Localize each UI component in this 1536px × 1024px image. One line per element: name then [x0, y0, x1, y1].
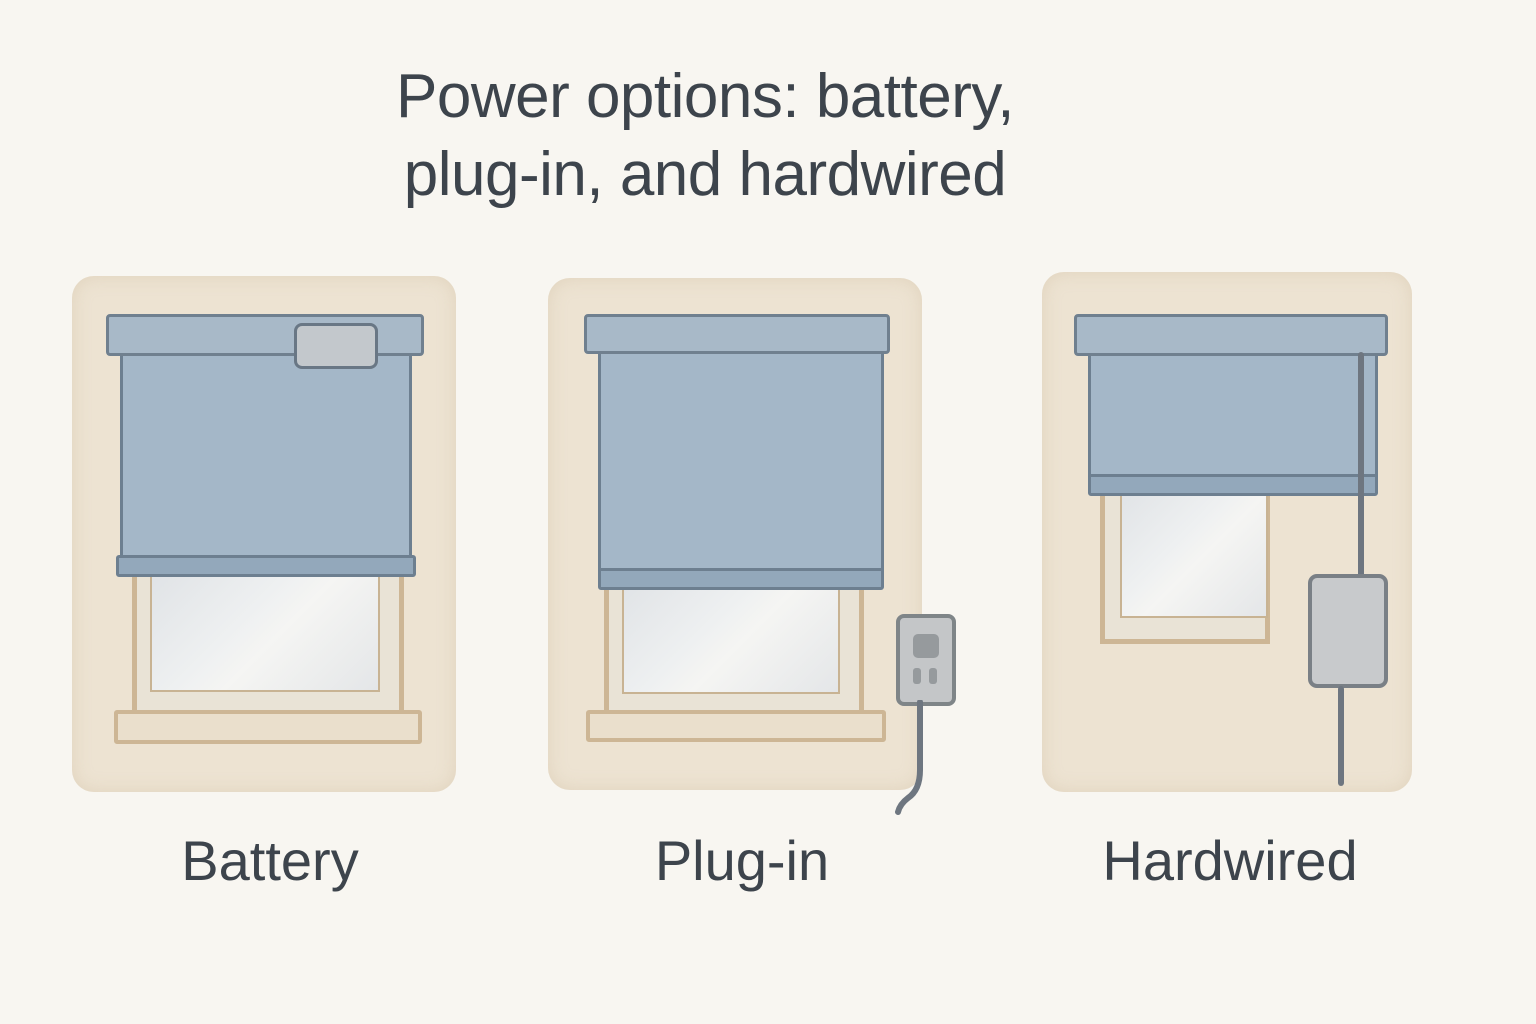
window-glass	[150, 570, 380, 692]
junction-box-icon	[1308, 574, 1388, 688]
title-line-1: Power options: battery,	[395, 62, 1015, 131]
title-line-2: plug-in, and hardwired	[403, 140, 1007, 209]
window-sill	[114, 710, 422, 744]
shade-bottom-bar	[116, 555, 416, 577]
wall-outlet-icon	[896, 614, 956, 706]
shade-bottom-bar	[598, 568, 884, 590]
diagram-title: Power options: battery, plug-in, and har…	[0, 58, 1410, 214]
window-glass	[622, 578, 840, 694]
roller-shade	[1088, 350, 1378, 490]
shade-bottom-bar	[1088, 474, 1378, 496]
label-hardwired: Hardwired	[1102, 829, 1358, 892]
outlet-socket	[913, 634, 939, 658]
roller-shade	[598, 350, 884, 586]
headrail	[584, 314, 890, 354]
outlet-slot	[929, 668, 937, 684]
wire-lower	[1338, 686, 1344, 786]
label-plug-in: Plug-in	[654, 829, 830, 892]
outlet-slot	[913, 668, 921, 684]
power-cord-icon	[895, 700, 923, 815]
roller-shade	[120, 352, 412, 568]
battery-icon	[294, 323, 378, 369]
label-battery: Battery	[181, 829, 359, 892]
wire-upper	[1358, 352, 1364, 578]
window-sill	[586, 710, 886, 742]
headrail	[1074, 314, 1388, 356]
window-glass	[1120, 486, 1268, 618]
